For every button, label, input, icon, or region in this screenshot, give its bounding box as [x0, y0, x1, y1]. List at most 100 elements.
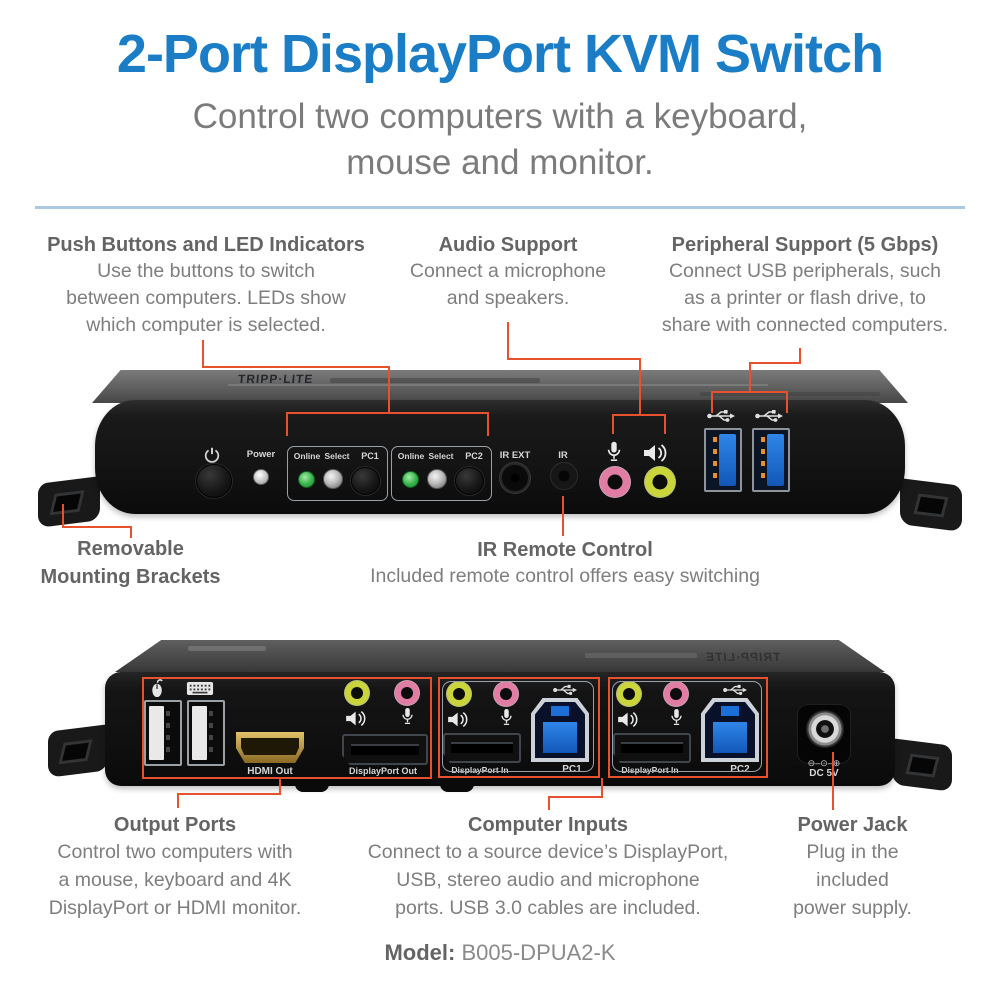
annotation-line: between computers. LEDs show — [66, 287, 346, 309]
select-led — [323, 469, 343, 489]
annotation-output-ports: Output Ports Control two computers with … — [10, 812, 340, 922]
annotation-line: ports. USB 3.0 cables are included. — [395, 897, 701, 919]
power-icon — [203, 446, 221, 464]
dc-5v-label: DC 5V — [809, 768, 839, 779]
online-led — [298, 471, 315, 488]
annotation-line: DisplayPort or HDMI monitor. — [48, 897, 302, 919]
hdmi-out-port — [236, 732, 304, 763]
ir-ext-label: IR EXT — [499, 450, 531, 461]
top-subtext — [188, 646, 266, 651]
usb-b-tab — [551, 705, 569, 716]
callout-line — [786, 391, 788, 413]
annotation-brackets: Removable Mounting Brackets — [18, 535, 243, 591]
usb-b-port-pc2 — [701, 698, 759, 762]
usb-pins — [208, 710, 213, 756]
usb-icon — [552, 684, 578, 696]
callout-line — [562, 496, 564, 536]
annotation-title: Removable — [77, 538, 184, 560]
annotation-line: Use the buttons to switch — [97, 260, 315, 282]
hdmi-out-label: HDMI Out — [247, 766, 293, 777]
power-label: Power — [246, 449, 276, 460]
jack-hole — [510, 473, 520, 483]
callout-line — [286, 412, 288, 436]
jack-hole — [652, 474, 668, 490]
jack-hole — [607, 474, 623, 490]
microphone-icon — [400, 706, 415, 728]
annotation-line: which computer is selected. — [86, 314, 326, 336]
ir-lens — [558, 470, 570, 482]
annotation-line: Connect to a source device’s DisplayPort… — [367, 841, 729, 863]
usb-tongue — [149, 705, 164, 761]
annotation-line: included — [816, 869, 889, 891]
annotation-push-buttons: Push Buttons and LED Indicators Use the … — [20, 232, 392, 339]
annotation-title: Power Jack — [797, 814, 908, 836]
displayport-in-port-pc1 — [443, 733, 521, 763]
speaker-icon — [642, 442, 670, 464]
power-button — [196, 464, 232, 498]
displayport-in-label: DisplayPort In — [621, 765, 679, 775]
annotation-title: Mounting Brackets — [40, 566, 221, 588]
front-group-pc2: Online Select PC2 — [391, 446, 492, 501]
back-top-surface — [115, 640, 885, 672]
pc1-label: PC1 — [562, 764, 582, 775]
mic-jack — [494, 682, 518, 706]
dc-power-jack — [806, 710, 844, 748]
usb-icon — [722, 684, 748, 696]
microphone-icon — [499, 707, 514, 729]
usb-b-tab — [721, 705, 739, 716]
displayport-in-port-pc2 — [613, 733, 691, 763]
annotation-ir-remote: IR Remote Control Included remote contro… — [335, 537, 795, 590]
page-subtitle: Control two computers with a keyboard, m… — [0, 94, 1000, 186]
annotation-title: IR Remote Control — [477, 539, 653, 561]
usb-b-connector — [712, 722, 748, 754]
mic-jack — [664, 682, 688, 706]
jack-hole — [623, 688, 635, 700]
front-group-pc1: Online Select PC1 — [287, 446, 388, 501]
annotation-computer-inputs: Computer Inputs Connect to a source devi… — [342, 812, 754, 922]
pc1-button — [351, 467, 380, 495]
callout-line — [832, 752, 834, 810]
dp-slot — [350, 743, 420, 755]
jack-hole — [500, 688, 512, 700]
speaker-jack — [447, 682, 471, 706]
callout-line — [177, 793, 179, 808]
model-number: Model: B005-DPUA2-K — [0, 940, 1000, 966]
annotation-audio: Audio Support Connect a microphone and s… — [393, 232, 623, 312]
usb-pins — [713, 437, 718, 483]
dc-polarity-symbol: ⊖–⊙–⊕ — [807, 758, 841, 768]
pc2-label: PC2 — [730, 764, 750, 775]
page-title: 2-Port DisplayPort KVM Switch — [116, 24, 884, 84]
jack-hole — [453, 688, 465, 700]
speaker-icon — [344, 709, 369, 728]
microphone-icon — [605, 440, 623, 465]
mic-jack — [600, 467, 630, 497]
usb-b-connector — [542, 722, 578, 754]
callout-line — [507, 322, 509, 360]
callout-line — [202, 340, 204, 368]
usb-pins — [165, 710, 170, 756]
jack-hole — [401, 687, 413, 699]
callout-line — [664, 414, 666, 434]
power-led — [253, 469, 269, 485]
callout-line — [601, 778, 603, 798]
callout-line — [62, 504, 64, 528]
subtitle-line-1: Control two computers with a keyboard, — [192, 97, 808, 136]
select-label: Select — [428, 451, 454, 461]
top-subtext — [330, 378, 540, 383]
pc2-button — [455, 467, 484, 495]
top-groove — [228, 384, 768, 386]
annotation-title: Peripheral Support (5 Gbps) — [671, 234, 939, 256]
callout-line — [799, 348, 801, 364]
device-foot — [440, 783, 474, 792]
front-top-surface — [92, 370, 908, 403]
usb-tongue — [192, 705, 207, 761]
online-label: Online — [397, 451, 425, 461]
hdmi-slot — [240, 737, 300, 755]
highlight-box-pc1-inputs — [438, 677, 600, 778]
model-label: Model: — [384, 940, 456, 965]
displayport-out-label: DisplayPort Out — [348, 766, 417, 776]
annotation-line: Control two computers with — [57, 841, 293, 863]
displayport-out-port — [342, 734, 428, 765]
annotation-line: Connect USB peripherals, such — [668, 260, 942, 282]
speaker-jack — [617, 682, 641, 706]
